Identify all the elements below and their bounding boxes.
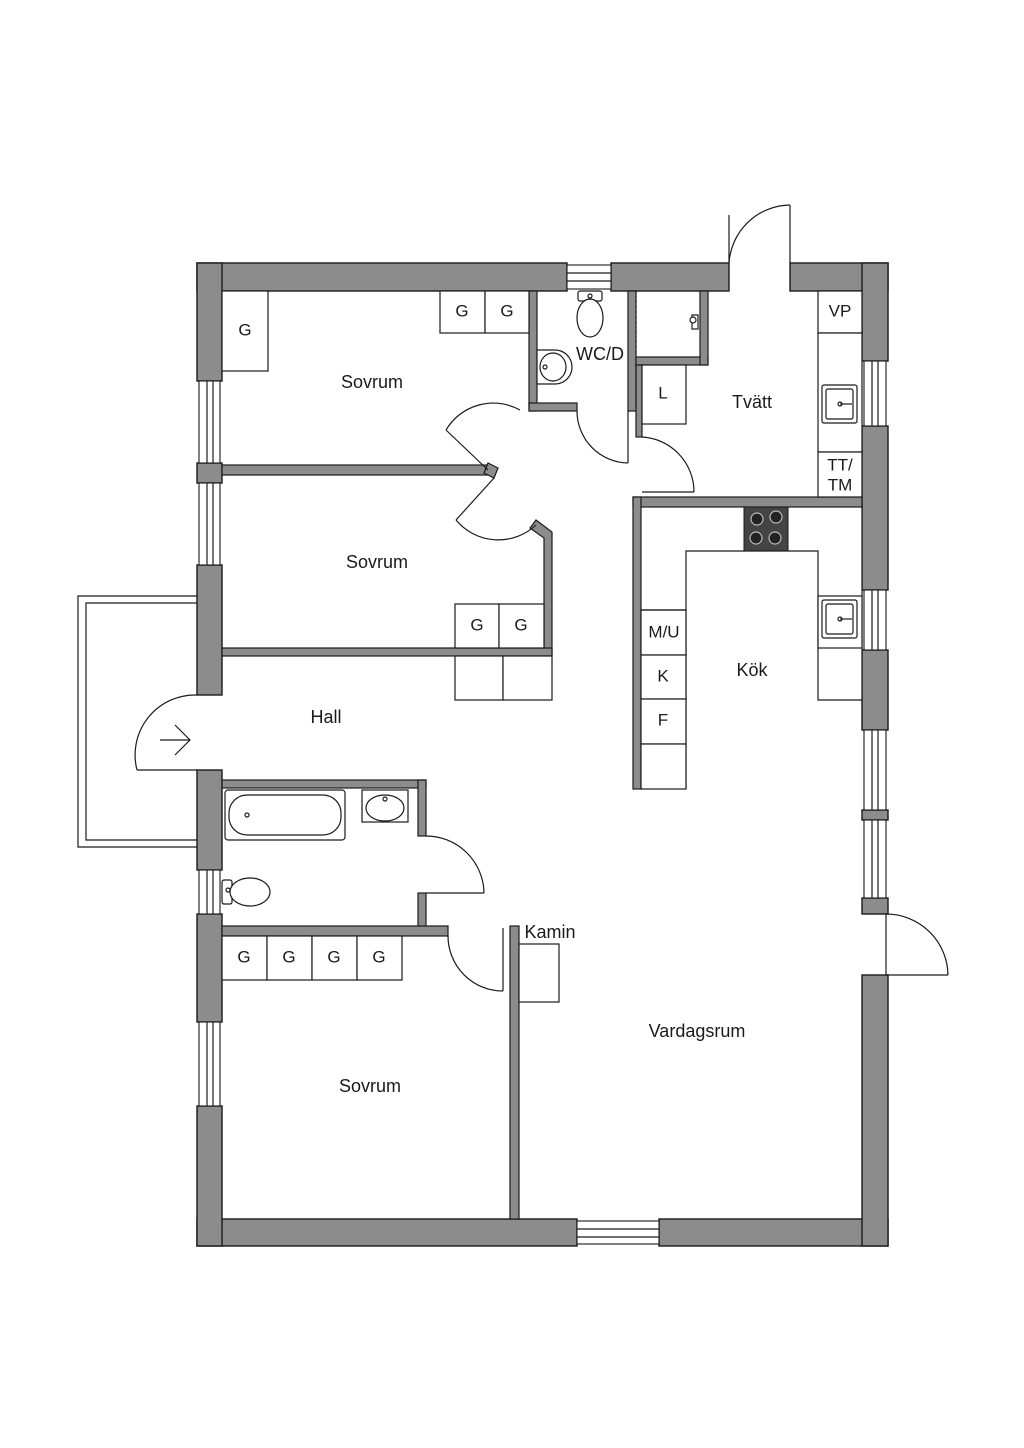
interior-walls: [221, 290, 863, 1220]
stove-hob: [743, 506, 789, 552]
room-label-vardagsrum: Vardagsrum: [649, 1021, 746, 1041]
laundry-fixtures: L VP TT/ TM: [641, 290, 863, 498]
fireplace-label: Kamin: [524, 922, 575, 942]
room-label-tvatt: Tvätt: [732, 392, 772, 412]
freezer-label: F: [658, 710, 668, 729]
kitchen-fixtures: M/U K F: [640, 506, 863, 790]
toilet: [229, 877, 271, 907]
wardrobe-label: G: [327, 947, 340, 966]
wardrobes: G G G G G G G G G: [221, 290, 553, 981]
wardrobe-label: G: [514, 615, 527, 634]
window-left-1: [198, 380, 221, 464]
dryer-label-line2: TM: [828, 475, 853, 494]
bathroom-fixtures: [221, 789, 409, 907]
room-label-hall: Hall: [310, 707, 341, 727]
fireplace: [518, 943, 560, 1003]
wardrobe-label: G: [470, 615, 483, 634]
window-left-4: [198, 1021, 221, 1107]
wardrobe-label: G: [282, 947, 295, 966]
heat-pump-label: VP: [829, 301, 852, 320]
window-left-3: [198, 869, 221, 915]
microwave-oven-label: M/U: [648, 622, 679, 641]
linen-closet-label: L: [658, 383, 667, 402]
room-labels: Sovrum Sovrum Sovrum WC/D Tvätt Hall Kök…: [310, 344, 772, 1096]
wardrobe-label: G: [237, 947, 250, 966]
dryer-label-line1: TT/: [827, 455, 853, 474]
room-label-sovrum-mid: Sovrum: [346, 552, 408, 572]
doors: [134, 204, 949, 992]
room-label-sovrum-bottom: Sovrum: [339, 1076, 401, 1096]
wc-fixtures: [536, 290, 699, 385]
window-right-3: [863, 729, 887, 811]
wardrobe-label: G: [238, 320, 251, 339]
wardrobe-label: G: [372, 947, 385, 966]
balcony: [77, 595, 197, 848]
window-bottom: [576, 1220, 660, 1245]
room-label-sovrum-top: Sovrum: [341, 372, 403, 392]
window-right-2: [863, 589, 887, 651]
wardrobe-label: G: [455, 301, 468, 320]
window-right-1: [863, 360, 887, 427]
window-top: [566, 264, 612, 290]
window-right-4: [863, 819, 887, 899]
room-label-kok: Kök: [736, 660, 768, 680]
wardrobe-label: G: [500, 301, 513, 320]
fridge-label: K: [657, 666, 669, 685]
windows: [198, 264, 887, 1245]
window-left-2: [198, 482, 221, 566]
room-label-wc: WC/D: [576, 344, 624, 364]
outer-walls: [196, 262, 889, 1247]
